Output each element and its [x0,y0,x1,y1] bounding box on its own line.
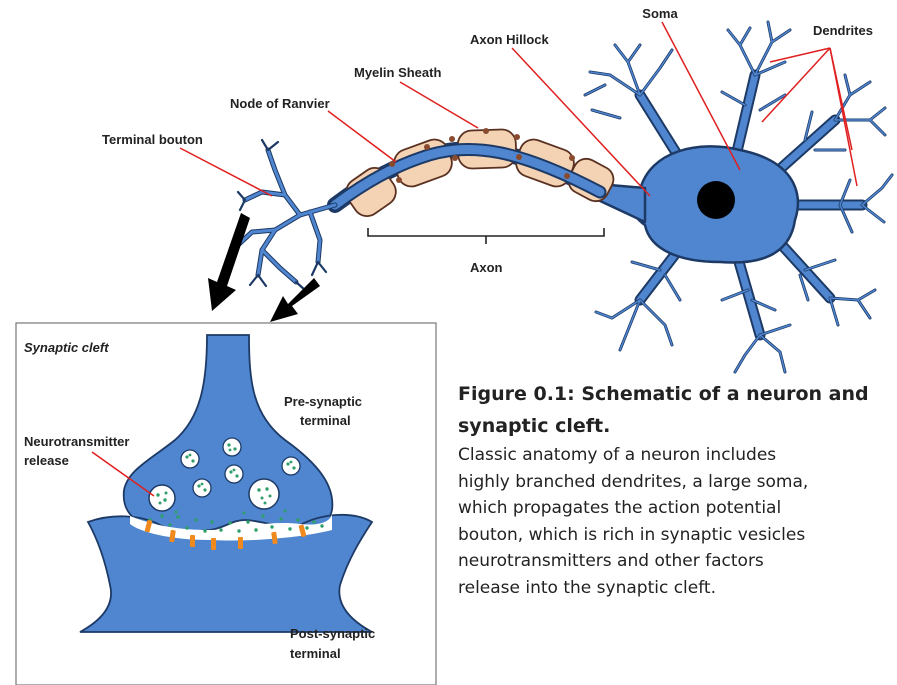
label-pre-synaptic-line2: terminal [300,413,351,428]
figure-caption: Figure 0.1: Schematic of a neuron and sy… [458,378,897,685]
label-soma: Soma [642,6,678,21]
caption-line-2: highly branched dendrites, a large soma, [458,469,897,496]
caption-line-3: which propagates the action potential [458,495,897,522]
caption-line-5: neurotransmitters and other factors [458,548,897,575]
caption-line-4: bouton, which is rich in synaptic vesicl… [458,522,897,549]
label-dendrites: Dendrites [813,23,873,38]
synapse-inset: Synaptic cleft Pre-synaptic terminal Neu… [16,323,436,685]
caption-line-1: Classic anatomy of a neuron includes [458,442,897,469]
arrow-left [208,213,250,311]
label-node-of-ranvier: Node of Ranvier [230,96,330,111]
label-nt-release-line1: Neurotransmitter [24,434,129,449]
arrow-right [270,278,320,322]
docked-vesicle-right [249,479,279,509]
label-post-synaptic-line2: terminal [290,646,341,661]
docked-vesicle-left [149,485,175,511]
caption-title: Figure 0.1: Schematic of a neuron and sy… [458,378,897,442]
label-myelin-sheath: Myelin Sheath [354,65,441,80]
label-axon: Axon [470,260,503,275]
terminal-bouton-branches [230,140,335,290]
inset-title: Synaptic cleft [24,340,109,355]
caption-line-6: release into the synaptic cleft. [458,575,897,602]
label-terminal-bouton: Terminal bouton [102,132,203,147]
neuron [230,22,892,372]
nucleus [697,181,735,219]
label-axon-hillock: Axon Hillock [470,32,550,47]
label-pre-synaptic-line1: Pre-synaptic [284,394,362,409]
label-nt-release-line2: release [24,453,69,468]
label-post-synaptic-line1: Post-synaptic [290,626,375,641]
axon-bracket [368,228,604,244]
